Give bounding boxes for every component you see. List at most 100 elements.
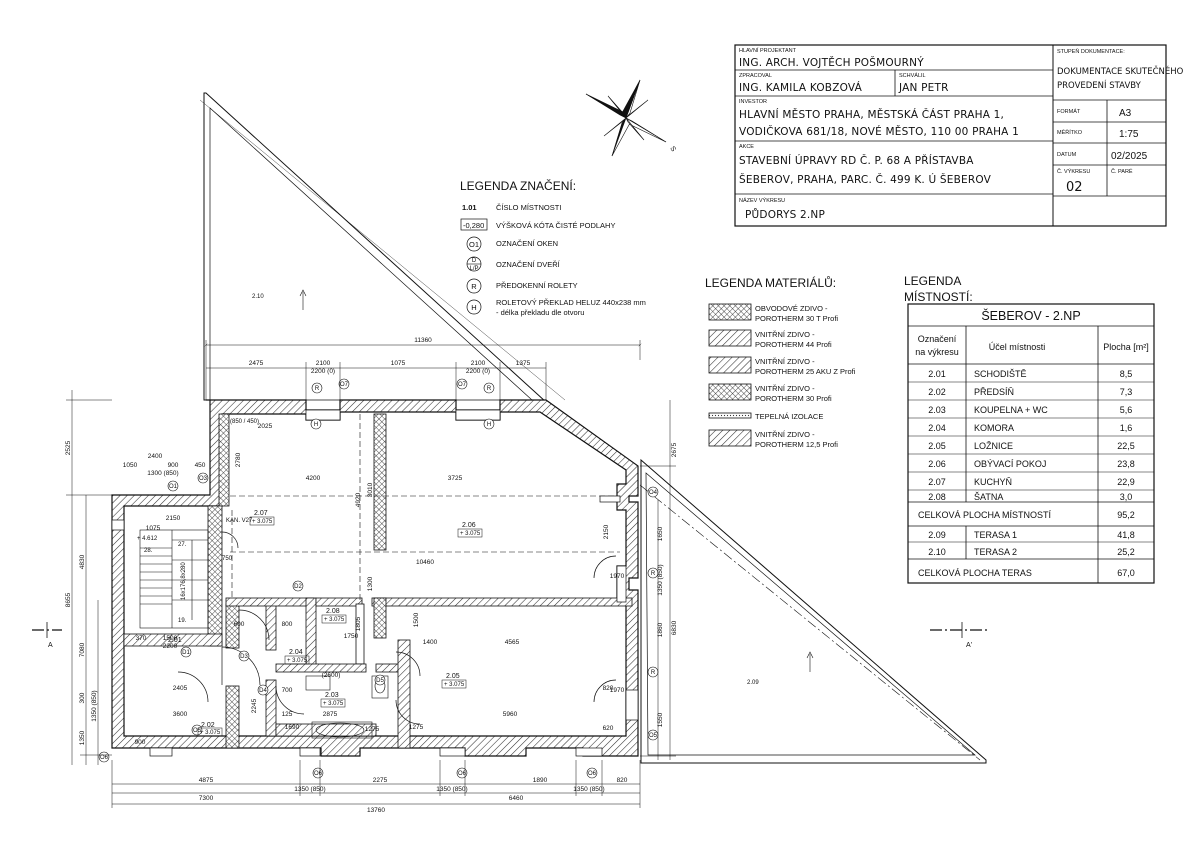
stair-label-28: 28. [144, 548, 153, 554]
terraces-total: 67,0 [1117, 568, 1135, 578]
tb-stage-2: PROVEDENÍ STAVBY [1057, 79, 1142, 91]
svg-text:O3: O3 [199, 476, 208, 482]
svg-text:H: H [314, 422, 318, 428]
room-row-id: 2.04 [928, 423, 946, 433]
stair-label-19: 19. [178, 618, 187, 624]
svg-text:Účel místnosti: Účel místnosti [989, 342, 1046, 352]
svg-text:620: 620 [603, 725, 614, 732]
svg-text:2.03: 2.03 [325, 692, 339, 699]
svg-text:1350 (850): 1350 (850) [436, 786, 467, 793]
room-row-area: 23,8 [1117, 459, 1135, 469]
tb-drawing-name-label: NÁZEV VÝKRESU [739, 197, 785, 204]
tb-action-label: AKCE [739, 144, 754, 150]
svg-text:7300: 7300 [199, 795, 214, 802]
svg-text:Označení: Označení [918, 334, 957, 344]
svg-text:na výkresu: na výkresu [915, 347, 959, 357]
roller-shutter-markers: R R H H R R [310, 382, 659, 678]
svg-text:1275: 1275 [409, 724, 424, 731]
svg-text:R: R [651, 571, 656, 577]
svg-text:2150: 2150 [603, 524, 610, 539]
svg-text:O6: O6 [314, 771, 323, 777]
room-totals: CELKOVÁ PLOCHA MÍSTNOSTÍ 95,2 2.09 TERAS… [918, 510, 1135, 578]
svg-text:10460: 10460 [416, 559, 434, 566]
svg-text:2.10: 2.10 [928, 547, 946, 557]
room-row-name: SCHODIŠTĚ [974, 369, 1027, 379]
svg-text:6830: 6830 [671, 620, 678, 635]
svg-text:O5: O5 [193, 728, 202, 734]
svg-text:+ 3.075: + 3.075 [252, 519, 273, 525]
svg-text:POROTHERM 12,5 Profi: POROTHERM 12,5 Profi [755, 440, 838, 449]
svg-text:- délka překladu dle otvoru: - délka překladu dle otvoru [496, 308, 584, 317]
tb-chief-designer: ING. ARCH. VOJTĚCH POŠMOURNÝ [739, 56, 924, 69]
svg-text:4920: 4920 [355, 492, 362, 507]
room-row-id: 2.08 [928, 492, 946, 502]
tb-scale: 1:75 [1119, 129, 1139, 140]
svg-text:+ 3.075: + 3.075 [444, 682, 465, 688]
room-row-name: KUCHYŇ [974, 477, 1012, 487]
tb-investor-2: VODIČKOVA 681/18, NOVÉ MĚSTO, 110 00 PRA… [739, 125, 1019, 138]
legend-rooms-title-2: MÍSTNOSTÍ: [904, 289, 973, 304]
svg-text:2.01: 2.01 [168, 637, 182, 644]
svg-text:820: 820 [617, 777, 628, 784]
svg-text:VÝŠKOVÁ KÓTA ČISTÉ PODLAHY: VÝŠKOVÁ KÓTA ČISTÉ PODLAHY [496, 221, 615, 230]
svg-text:OBVODOVÉ ZDIVO -: OBVODOVÉ ZDIVO - [755, 304, 828, 313]
svg-text:3010: 3010 [367, 482, 374, 497]
svg-text:2.05: 2.05 [446, 673, 460, 680]
svg-text:S: S [668, 145, 677, 153]
room-row-id: 2.06 [928, 459, 946, 469]
room-row-area: 3,0 [1120, 492, 1133, 502]
svg-text:O6: O6 [588, 771, 597, 777]
table-title: ŠEBEROV - 2.NP [981, 308, 1080, 323]
svg-text:2200 (0): 2200 (0) [311, 368, 335, 375]
stair-level: + 4.612 [137, 536, 158, 542]
svg-text:1275: 1275 [365, 726, 380, 733]
legend-materials-title: LEGENDA MATERIÁLŮ: [705, 275, 836, 290]
svg-text:600: 600 [234, 621, 245, 628]
svg-text:6460: 6460 [509, 795, 524, 802]
legend-marks-title: LEGENDA ZNAČENÍ: [460, 178, 576, 193]
svg-text:-0,280: -0,280 [463, 221, 484, 230]
svg-text:13760: 13760 [367, 807, 385, 814]
svg-text:1.01: 1.01 [462, 203, 477, 212]
svg-text:2245: 2245 [251, 698, 258, 713]
svg-text:+ 3.075: + 3.075 [200, 730, 221, 736]
svg-text:TERASA 2: TERASA 2 [974, 547, 1017, 557]
room-row-area: 22,5 [1117, 441, 1135, 451]
svg-text:TERASA 1: TERASA 1 [974, 530, 1017, 540]
svg-text:2100: 2100 [471, 360, 486, 367]
svg-text:O4: O4 [649, 490, 658, 496]
room-label-2-07: 2.07 + 3.075 [249, 510, 275, 526]
svg-text:1650: 1650 [657, 526, 664, 541]
svg-text:1750: 1750 [344, 633, 359, 640]
svg-text:4875: 4875 [199, 777, 214, 784]
svg-text:2525: 2525 [65, 440, 72, 455]
room-label-2-06: 2.06 + 3.075 [457, 522, 483, 538]
room-label-2-04: 2.04 + 3.075 [284, 649, 310, 665]
room-row-area: 22,9 [1117, 477, 1135, 487]
room-label-2-03: 2.03 + 3.075 [320, 692, 346, 708]
terrace-2-09-dash-line [639, 484, 981, 761]
svg-text:300: 300 [79, 692, 86, 703]
svg-text:2.02: 2.02 [201, 722, 215, 729]
slope-arrow-2-10 [299, 289, 307, 310]
svg-text:1375: 1375 [516, 360, 531, 367]
window-tags: O1 O3 O7 O7 O4 O5 O6 O6 O6 O6 O5 [98, 378, 659, 779]
svg-text:H: H [487, 422, 491, 428]
room-row-name: LOŽNICE [974, 441, 1013, 451]
north-arrow-icon: S [585, 79, 677, 157]
tb-copy-no-label: Č. PARÉ [1111, 168, 1133, 175]
svg-text:5960: 5960 [503, 711, 518, 718]
svg-text:4565: 4565 [505, 639, 520, 646]
svg-text:1400: 1400 [423, 639, 438, 646]
stair-label-27: 27. [178, 542, 187, 548]
svg-text:2780: 2780 [235, 452, 242, 467]
svg-text:2405: 2405 [173, 685, 188, 692]
svg-text:PŘEDOKENNÍ ROLETY: PŘEDOKENNÍ ROLETY [496, 281, 578, 290]
tb-checked-by: JAN PETR [898, 82, 949, 94]
svg-text:1860: 1860 [657, 622, 664, 637]
tb-checked-label: SCHVÁLIL [899, 72, 926, 79]
svg-text:2.04: 2.04 [289, 649, 303, 656]
svg-text:D3: D3 [240, 654, 248, 660]
svg-text:3725: 3725 [448, 475, 463, 482]
